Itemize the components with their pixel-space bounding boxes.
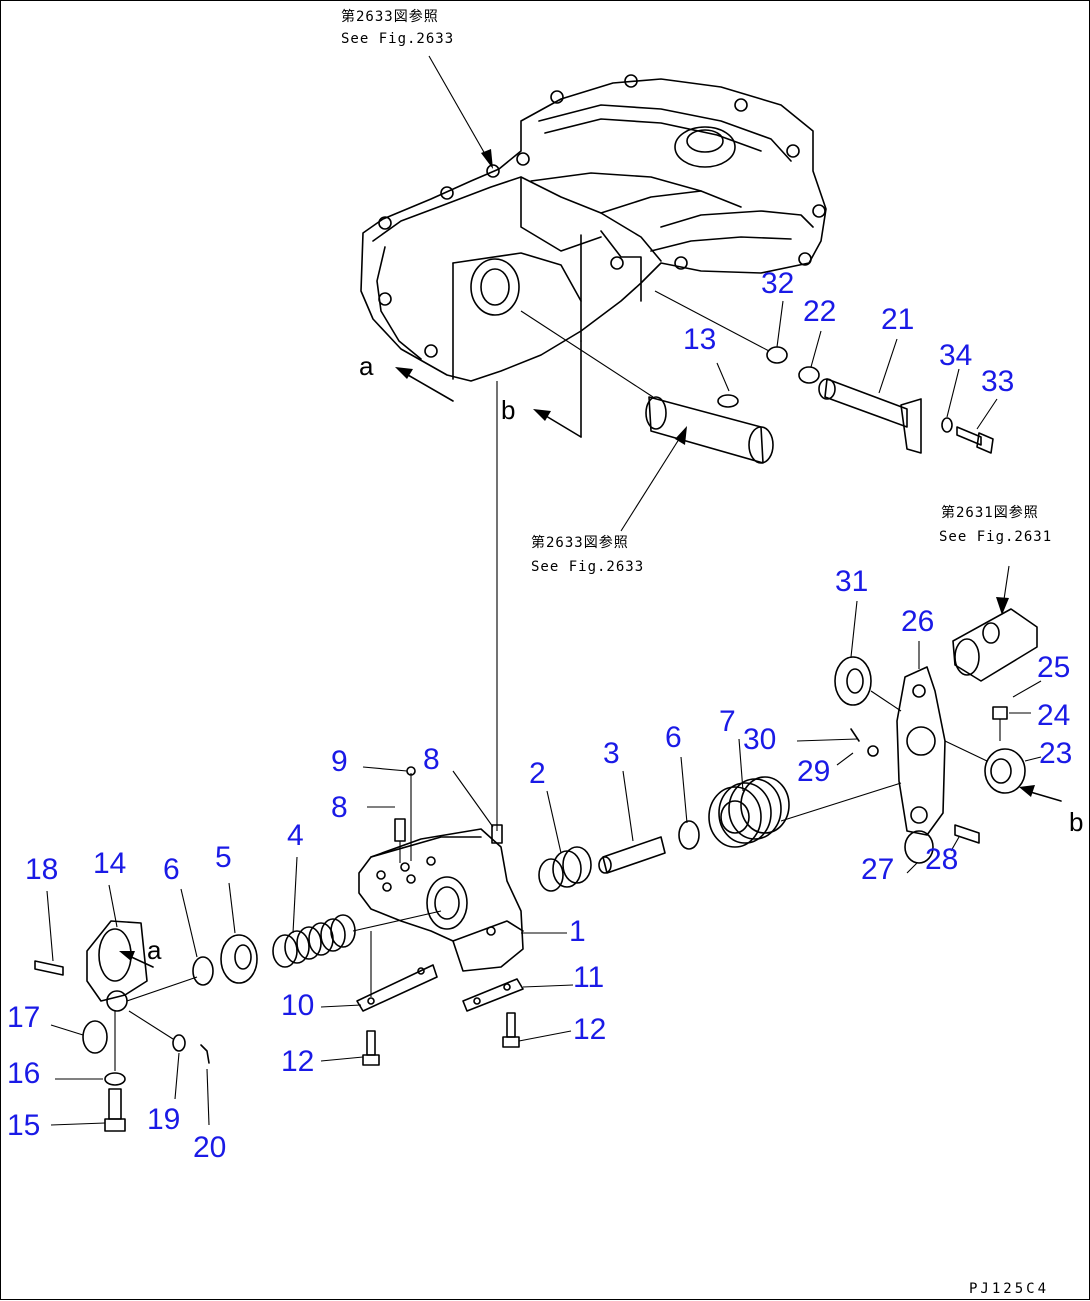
part-33-bolt (956, 426, 994, 454)
part-32-plug (766, 346, 788, 364)
part-11-plate (462, 978, 524, 1012)
callout-1: 1 (569, 915, 586, 948)
callout-6-left: 6 (163, 853, 180, 886)
callout-33: 33 (981, 365, 1014, 398)
ref-mid-jp: 第2633図参照 (531, 534, 629, 551)
callout-15: 15 (7, 1109, 40, 1142)
part-1-valve-body (358, 828, 524, 972)
part-16-washer (104, 1072, 126, 1086)
view-arrow-b-right: b (1019, 785, 1083, 837)
part-2-spring-cap (538, 846, 592, 892)
part-34-washer (941, 417, 953, 433)
part-5-spring-seat (220, 934, 258, 984)
callout-9: 9 (331, 745, 348, 778)
callout-13: 13 (683, 323, 716, 356)
drawing-code: PJ125C4 (969, 1281, 1049, 1297)
callout-8-left: 8 (331, 791, 348, 824)
part-30-pin (850, 728, 860, 742)
ref-mid-en: See Fig.2633 (531, 559, 644, 575)
callout-32: 32 (761, 267, 794, 300)
part-29-washer (867, 745, 879, 757)
callout-19: 19 (147, 1103, 180, 1136)
callout-27: 27 (861, 853, 894, 886)
callout-30: 30 (743, 723, 776, 756)
part-8-pin-right (491, 824, 503, 844)
part-19-washer (172, 1034, 186, 1052)
view-letter-b-top: b (501, 395, 515, 425)
part-17-bushing (82, 1020, 108, 1054)
callout-11: 11 (573, 961, 604, 994)
callout-17: 17 (7, 1001, 40, 1034)
ref-arrow-right (996, 565, 1010, 615)
part-12-bolt-left (362, 1030, 380, 1066)
callout-2: 2 (529, 757, 546, 790)
callout-28: 28 (925, 843, 958, 876)
ref-right-jp: 第2631図参照 (941, 504, 1039, 521)
view-arrow-b-top: b (501, 340, 582, 438)
part-12-bolt-right (502, 1012, 520, 1048)
transmission-case (360, 74, 827, 382)
callout-3: 3 (603, 737, 620, 770)
callout-31: 31 (835, 565, 868, 598)
ref-right-en: See Fig.2631 (939, 529, 1052, 545)
part-8-pin-left (394, 818, 406, 842)
ref-arrow-top (428, 55, 493, 169)
callout-14: 14 (93, 847, 126, 880)
part-23-collar (944, 740, 1026, 794)
callout-34: 34 (939, 339, 972, 372)
shaft-cylinder (520, 310, 774, 464)
part-10-plate (356, 931, 438, 1012)
view-letter-a-top: a (359, 351, 374, 381)
callout-18: 18 (25, 853, 58, 886)
callout-leaders (46, 300, 1042, 1126)
part-7-bellows (708, 776, 902, 848)
callout-7: 7 (719, 705, 736, 738)
part-22-oring (798, 366, 820, 384)
callout-21: 21 (881, 303, 914, 336)
callout-23: 23 (1039, 737, 1072, 770)
part-28-pin (954, 824, 980, 844)
part-24-setscrew (992, 706, 1008, 741)
callout-10: 10 (281, 989, 314, 1022)
callout-26: 26 (901, 605, 934, 638)
callout-12-right: 12 (573, 1013, 606, 1046)
callout-6-right: 6 (665, 721, 682, 754)
part-18-pin (34, 960, 64, 976)
callout-16: 16 (7, 1057, 40, 1090)
ref-top-en: See Fig.2633 (341, 31, 454, 47)
callout-8-right: 8 (423, 743, 440, 776)
callout-22: 22 (803, 295, 836, 328)
view-letter-b-right: b (1069, 807, 1083, 837)
ref-top-jp: 第2633図参照 (341, 8, 439, 25)
part-6-snapring-right (678, 820, 700, 850)
part-4-spring (272, 910, 442, 968)
part-26-lever-plate (870, 666, 946, 836)
linkage-block (952, 608, 1038, 682)
part-20-cotter (200, 1044, 210, 1064)
callout-24: 24 (1037, 699, 1070, 732)
view-arrow-a-lower: a (119, 935, 162, 968)
part-3-piston (598, 836, 666, 874)
callout-12-left: 12 (281, 1045, 314, 1078)
callout-5: 5 (215, 841, 232, 874)
part-21-lever (818, 378, 922, 454)
ref-arrow-mid (620, 426, 687, 532)
view-letter-a-lower: a (147, 935, 162, 965)
part-15-bolt (104, 1088, 126, 1132)
callout-4: 4 (287, 819, 304, 852)
callout-numbers: 1 2 3 4 5 6 6 7 8 8 9 10 11 12 12 13 14 … (7, 267, 1072, 1164)
callout-29: 29 (797, 755, 830, 788)
part-6-snapring-left (192, 956, 214, 986)
part-27-bushing (904, 830, 934, 864)
view-arrow-a-top: a (359, 351, 454, 402)
callout-25: 25 (1037, 651, 1070, 684)
part-31-washer (834, 656, 872, 706)
callout-20: 20 (193, 1131, 226, 1164)
